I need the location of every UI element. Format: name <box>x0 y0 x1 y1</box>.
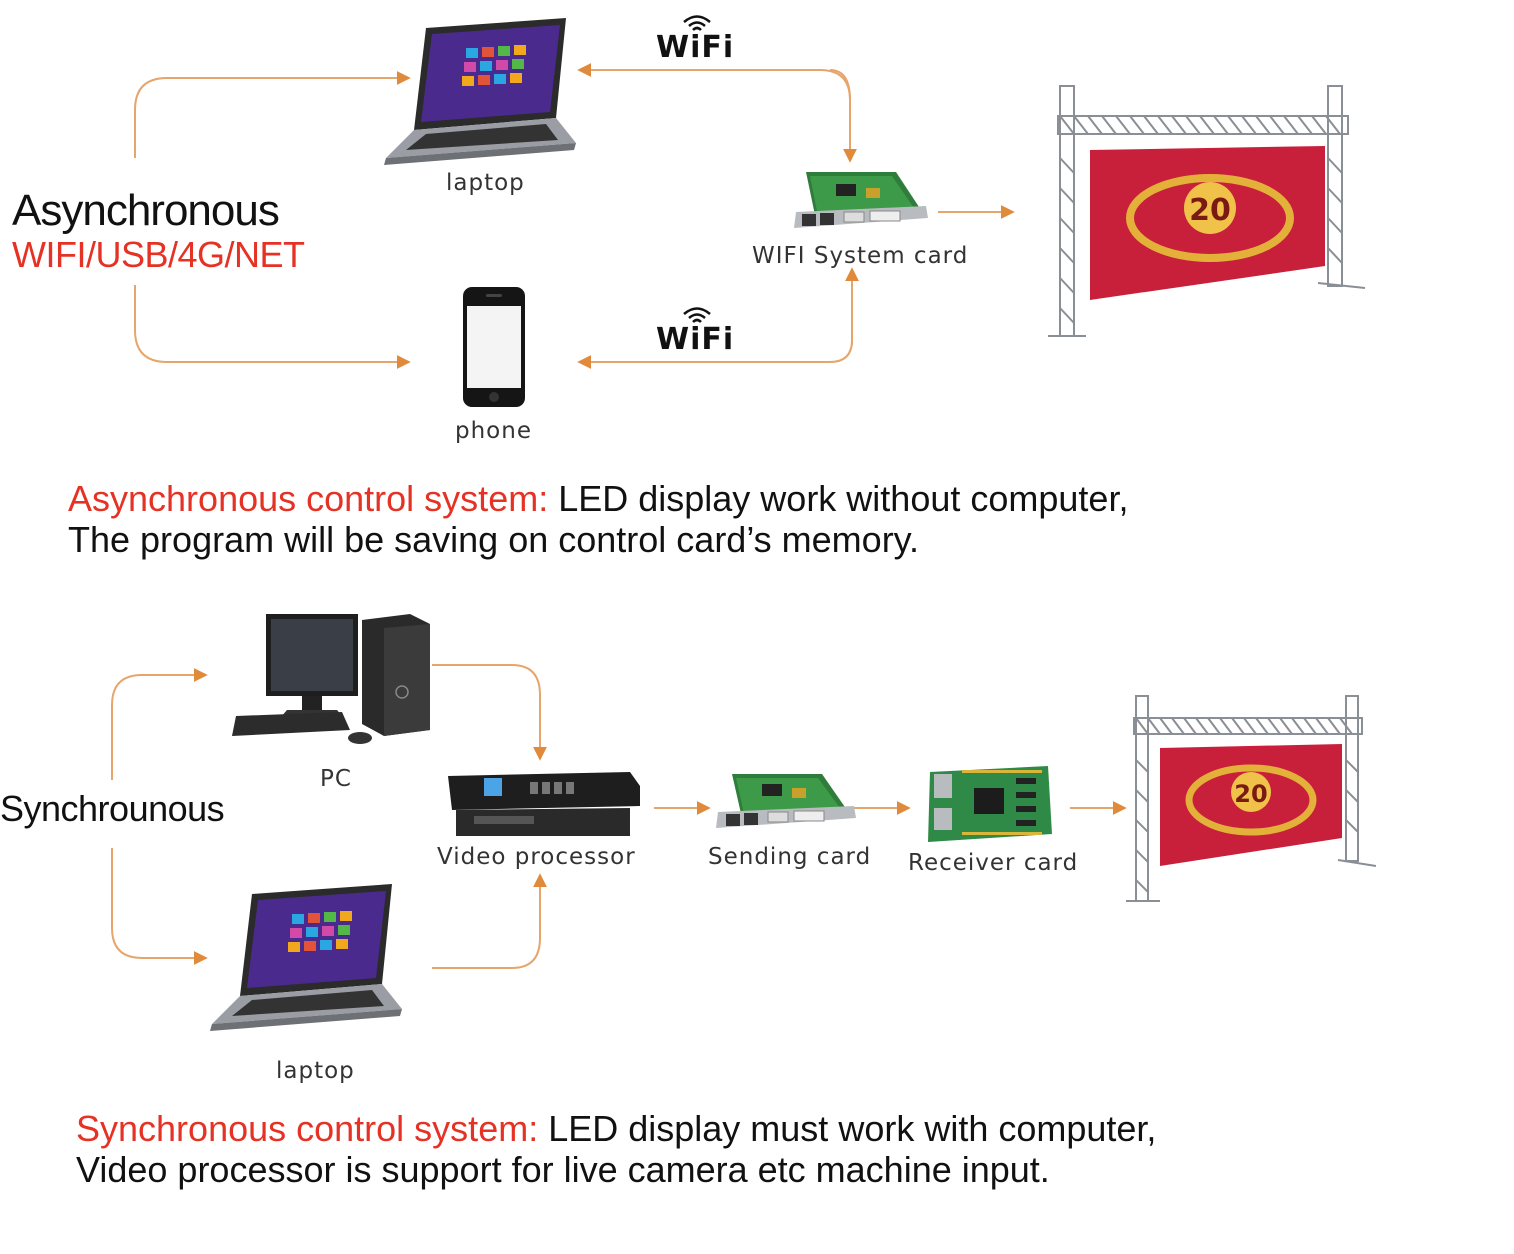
laptop-icon <box>210 884 402 1031</box>
arrow-to-card-top <box>829 69 857 163</box>
svg-text:20: 20 <box>1234 780 1267 808</box>
arrow-async-to-phone <box>134 285 411 369</box>
sync-title: Synchrounous <box>0 788 225 829</box>
wifi-icon <box>683 15 711 31</box>
led-screen-truss-icon: 20 <box>1126 695 1377 902</box>
async-subtitle: WIFI/USB/4G/NET <box>12 234 305 275</box>
sync-sending-card-label: Sending card <box>708 844 872 870</box>
control-card-icon <box>716 774 856 828</box>
sync-desc-heading: Synchronous control system: <box>76 1108 539 1149</box>
arrow-sync-to-laptop <box>111 848 208 965</box>
arrow-pc-to-processor <box>432 664 547 761</box>
sync-receiver-card-label: Receiver card <box>908 850 1079 876</box>
async-card-label: WIFI System card <box>752 243 969 269</box>
arrow-laptop-to-processor <box>432 873 547 969</box>
sync-desc-line2: Video processor is support for live came… <box>76 1149 1050 1190</box>
arrow-async-to-laptop <box>134 71 411 158</box>
led-screen-truss-icon: 20 <box>1048 85 1366 337</box>
svg-text:20: 20 <box>1189 193 1231 228</box>
sync-laptop-label: laptop <box>276 1058 355 1084</box>
control-card-icon <box>794 172 928 228</box>
arrow-card-to-laptop <box>577 63 851 160</box>
async-desc-line2: The program will be saving on control ca… <box>68 519 920 560</box>
async-laptop-label: laptop <box>446 170 525 196</box>
async-desc-heading: Asynchronous control system: <box>68 478 549 519</box>
wifi-bottom: WiFi <box>656 306 735 360</box>
sync-desc-text: LED display must work with computer, <box>538 1108 1157 1149</box>
sync-description: Synchronous control system: LED display … <box>76 1108 1156 1190</box>
sync-pc-label: PC <box>320 766 352 792</box>
desktop-pc-icon <box>232 614 430 744</box>
sync-video-processor-label: Video processor <box>437 844 636 870</box>
laptop-icon <box>384 18 576 165</box>
receiver-card-icon <box>928 766 1052 842</box>
async-phone-label: phone <box>455 418 532 444</box>
async-description: Asynchronous control system: LED display… <box>68 478 1128 560</box>
wifi-top-text: WiFi <box>656 30 735 65</box>
async-desc-text: LED display work without computer, <box>548 478 1129 519</box>
wifi-top: WiFi <box>656 14 735 68</box>
video-processor-icon <box>448 772 640 836</box>
wifi-bottom-text: WiFi <box>656 322 735 357</box>
phone-icon <box>463 287 525 407</box>
async-title: Asynchronous <box>12 186 280 235</box>
wifi-icon <box>683 307 711 323</box>
arrow-sync-to-pc <box>111 668 208 780</box>
